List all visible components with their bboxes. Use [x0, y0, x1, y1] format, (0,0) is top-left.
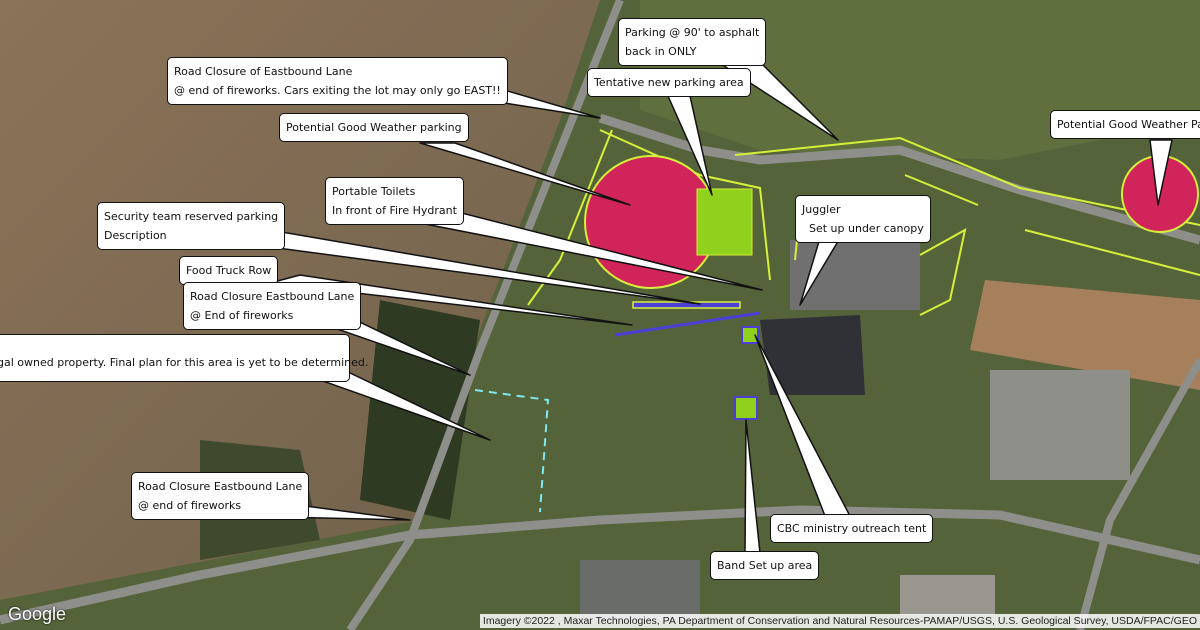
road-south: [0, 505, 1200, 625]
callout-security-parking[interactable]: Security team reserved parking Descripti…: [97, 202, 286, 250]
callout-cbc-outreach-tent[interactable]: CBC ministry outreach tent: [770, 514, 934, 543]
school-building: [900, 575, 995, 615]
callout-food-truck-row[interactable]: Food Truck Row: [179, 256, 279, 285]
farm-field-east: [970, 280, 1200, 390]
road-highway: [346, 0, 624, 630]
outreach-tent-marker[interactable]: [741, 326, 759, 344]
callout-tentative-parking[interactable]: Tentative new parking area: [587, 68, 751, 97]
callout-band-area[interactable]: Band Set up area: [710, 551, 820, 580]
band-area-marker[interactable]: [734, 396, 758, 420]
callout-road-closure-eastbound[interactable]: Road Closure of Eastbound Lane @ end of …: [167, 57, 508, 105]
road-east: [1076, 358, 1200, 630]
callout-good-weather-parking-east[interactable]: Potential Good Weather Par: [1050, 110, 1200, 139]
imagery-attribution: Imagery ©2022 , Maxar Technologies, PA D…: [479, 614, 1200, 628]
callout-road-closure-3[interactable]: Road Closure Eastbound Lane @ end of fir…: [131, 472, 310, 520]
tentative-parking-zone[interactable]: [696, 188, 753, 256]
callout-portable-toilets[interactable]: Portable Toilets In front of Fire Hydran…: [325, 177, 464, 225]
google-logo: Google: [8, 604, 67, 624]
undetermined-area-outline[interactable]: [474, 389, 550, 513]
callout-road-closure-2[interactable]: Road Closure Eastbound Lane @ End of fir…: [183, 282, 362, 330]
callout-juggler[interactable]: Juggler Set up under canopy: [795, 195, 931, 243]
callout-good-weather-parking[interactable]: Potential Good Weather parking: [279, 113, 469, 142]
callout-parking-90[interactable]: Parking @ 90' to asphalt back in ONLY: [618, 18, 767, 66]
commercial-lot: [990, 370, 1130, 480]
road-north: [598, 113, 1200, 245]
south-parking-lot: [580, 560, 700, 620]
parking-outlines: [527, 129, 1200, 316]
food-truck-row-line[interactable]: [614, 311, 761, 337]
callout-undetermined-area[interactable]: gal owned property. Final plan for this …: [0, 334, 368, 382]
church-building: [760, 315, 865, 395]
